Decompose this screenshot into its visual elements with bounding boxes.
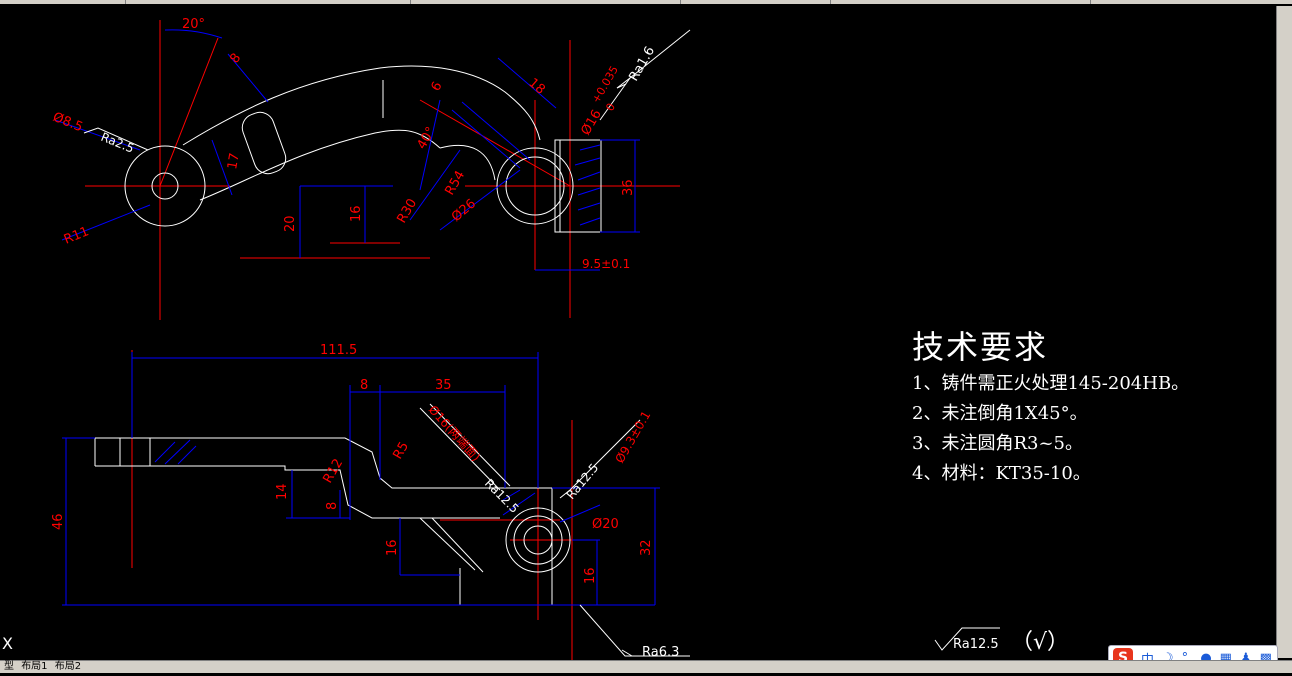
dim-36: 36 (621, 179, 636, 196)
tab-model[interactable]: 型 (4, 661, 14, 672)
top-dimension-lines (54, 29, 640, 271)
top-hatch (451, 101, 601, 226)
dim-16-top: 16 (349, 205, 364, 222)
moon-icon[interactable]: ☽ (1162, 650, 1174, 666)
layout-tabs: 型 布局1 布局2 (0, 660, 1292, 673)
requirement-item: 4、材料：KT35-10。 (912, 463, 1091, 484)
general-roughness-value: Ra12.5 (953, 637, 999, 652)
requirements-title: 技术要求 (912, 328, 1049, 366)
dim-8-small: 8 (325, 502, 340, 510)
dim-r11: R11 (62, 224, 91, 247)
dim-8-bottom: 8 (360, 378, 368, 393)
dim-angle-40: 40° (414, 125, 439, 152)
general-roughness-note: （√） (1011, 630, 1070, 655)
dim-46: 46 (51, 513, 66, 530)
dim-r54: R54 (442, 168, 468, 198)
dim-20: 20 (283, 215, 298, 232)
top-centerlines (85, 20, 680, 320)
dim-16-bottom: 16 (385, 539, 400, 556)
top-outline (124, 65, 602, 233)
dim-14: 14 (275, 483, 290, 500)
punctuation-icon[interactable]: °, (1181, 650, 1193, 666)
ucs-icon: X (2, 634, 13, 653)
roughness-ra25: Ra2.5 (99, 130, 136, 156)
bottom-roughness-leaders (419, 403, 690, 657)
dim-35: 35 (435, 378, 452, 393)
technical-requirements: 技术要求 1、铸件需正火处理145-204HB。 2、未注倒角1X45°。 3、… (912, 325, 1189, 489)
top-roughness-symbol (599, 29, 691, 121)
dim-17: 17 (225, 152, 243, 171)
microphone-icon[interactable]: ● (1200, 650, 1212, 666)
dim-phi26: Ø26 (449, 196, 479, 225)
tab-layout2[interactable]: 布局2 (54, 661, 82, 672)
dim-9-5: 9.5±0.1 (582, 257, 630, 271)
roughness-ra125-bottom: Ra12.5 (564, 461, 602, 502)
vertical-scrollbar[interactable] (1276, 6, 1292, 658)
user-icon[interactable]: ♟ (1239, 650, 1252, 666)
dim-18: 18 (525, 76, 547, 98)
roughness-ra125-mid: Ra12.5 (482, 476, 522, 516)
requirement-item: 2、未注倒角1X45°。 (912, 403, 1088, 424)
window-top-strip (0, 0, 1292, 4)
dim-phi85: Ø8.5 (51, 110, 85, 135)
dim-8-top: 8 (227, 51, 244, 67)
bottom-dimension-lines (62, 352, 660, 606)
left-roughness-symbol (83, 127, 149, 151)
dim-tol-plus: +0.035 (589, 64, 621, 106)
top-view: 20° 8 Ø8.5 Ra2.5 R11 17 20 16 R30 R54 40… (51, 17, 691, 320)
dim-angle-20: 20° (182, 17, 205, 32)
general-roughness-symbol (934, 627, 1000, 651)
requirement-item: 1、铸件需正火处理145-204HB。 (912, 373, 1190, 394)
dim-111-5: 111.5 (320, 343, 357, 358)
dim-phi93: Ø9.3±0.1 (612, 409, 653, 466)
dim-16-right: 16 (583, 567, 598, 584)
dim-r5: R5 (390, 440, 412, 462)
dim-6: 6 (428, 79, 445, 94)
bottom-view: 111.5 8 35 Ø16(两端面) R5 R12 Ra12.5 Ra12.5… (51, 343, 690, 660)
roughness-ra63: Ra6.3 (642, 645, 679, 660)
tab-layout1[interactable]: 布局1 (21, 661, 48, 672)
requirement-item: 3、未注圆角R3~5。 (912, 433, 1083, 454)
dim-32: 32 (639, 539, 654, 556)
dim-phi16-through: Ø16(两端面) (426, 403, 483, 464)
bottom-hatch (154, 439, 536, 516)
roughness-ra16: Ra1.6 (626, 44, 658, 84)
dim-phi20: Ø20 (592, 517, 619, 532)
ucs-x-label: X (2, 634, 13, 653)
dim-phi16: Ø16 (578, 107, 604, 138)
